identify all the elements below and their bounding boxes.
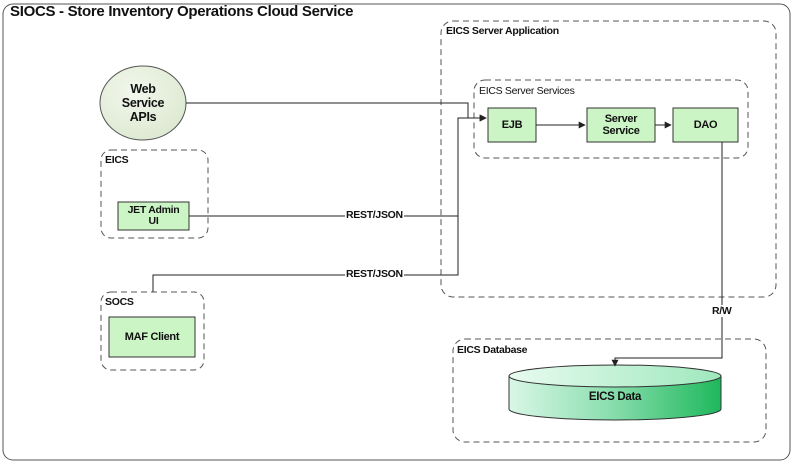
edge-socs-to-ejb <box>152 216 459 292</box>
web-service-apis-label: Web Service APIs <box>121 82 165 124</box>
database-region <box>452 338 767 443</box>
server-application-region <box>440 20 777 298</box>
dao-box <box>672 107 739 143</box>
siocs-frame <box>2 3 791 461</box>
maf-client-label: MAF Client <box>124 331 180 343</box>
jet-admin-ui-label: JET Admin UI <box>127 204 180 227</box>
socs-label: SOCS <box>105 296 134 308</box>
database-label: EICS Database <box>457 344 528 356</box>
dao-db-label: R/W <box>711 305 733 317</box>
socs-rest-label: REST/JSON <box>345 268 404 280</box>
eics-label: EICS <box>105 154 129 166</box>
page-title: SIOCS - Store Inventory Operations Cloud… <box>10 3 354 20</box>
eics-data-label: EICS Data <box>588 391 642 403</box>
server-service-box <box>586 107 656 143</box>
server-service-label: Server Service <box>602 113 640 137</box>
maf-client-box <box>108 316 196 358</box>
jet-admin-ui-box <box>117 201 190 231</box>
edge-jet-to-ejb <box>189 114 487 217</box>
jet-rest-label: REST/JSON <box>345 209 404 221</box>
eics-data-cylinder <box>508 364 722 421</box>
server-application-label: EICS Server Application <box>446 25 559 37</box>
server-services-label: EICS Server Services <box>479 85 575 97</box>
dao-label: DAO <box>693 119 718 131</box>
edge-dao-to-db <box>611 142 723 367</box>
server-services-region <box>473 79 749 159</box>
ejb-label: EJB <box>501 119 523 131</box>
eics-region <box>100 149 209 239</box>
